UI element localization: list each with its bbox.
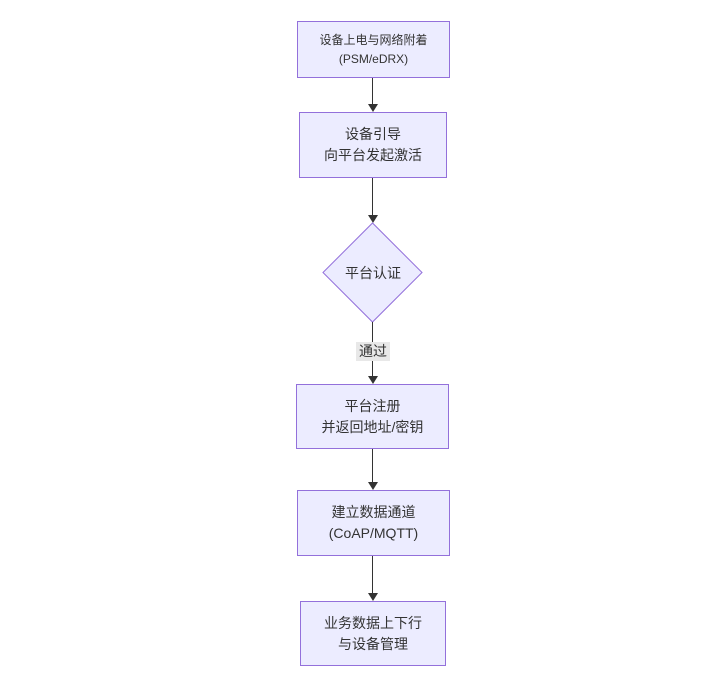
- node-label-line: 建立数据通道: [331, 504, 416, 520]
- node-label-line: 与设备管理: [338, 635, 408, 652]
- node-label-line: (PSM/eDRX): [338, 51, 409, 66]
- node-label-line: 业务数据上下行: [324, 614, 422, 631]
- node-register: 平台注册 并返回地址/密钥: [296, 384, 449, 449]
- edge-line: [372, 449, 373, 483]
- edge-line: [372, 78, 373, 105]
- node-label-line: 向平台发起激活: [324, 147, 422, 163]
- node-label-line: 平台注册: [344, 397, 401, 414]
- edge-label-pass: 通过: [356, 342, 390, 361]
- node-platform-auth: 平台认证: [322, 222, 424, 323]
- edge-line: [372, 178, 373, 216]
- node-label-line: 平台认证: [345, 264, 401, 281]
- node-label-line: 并返回地址/密钥: [321, 418, 424, 435]
- edge-line: [372, 556, 373, 594]
- node-label-line: 设备引导: [345, 126, 401, 142]
- node-power-attach: 设备上电与网络附着 (PSM/eDRX): [297, 21, 450, 78]
- node-data-channel: 建立数据通道 (CoAP/MQTT): [297, 490, 450, 556]
- arrowhead-icon: [368, 215, 378, 223]
- arrowhead-icon: [368, 482, 378, 490]
- arrowhead-icon: [368, 593, 378, 601]
- node-label-line: (CoAP/MQTT): [328, 525, 419, 541]
- node-label-line: 设备上电与网络附着: [319, 32, 428, 47]
- arrowhead-icon: [368, 376, 378, 384]
- node-bootstrap: 设备引导 向平台发起激活: [299, 112, 447, 178]
- arrowhead-icon: [368, 104, 378, 112]
- node-business-data: 业务数据上下行 与设备管理: [300, 601, 446, 666]
